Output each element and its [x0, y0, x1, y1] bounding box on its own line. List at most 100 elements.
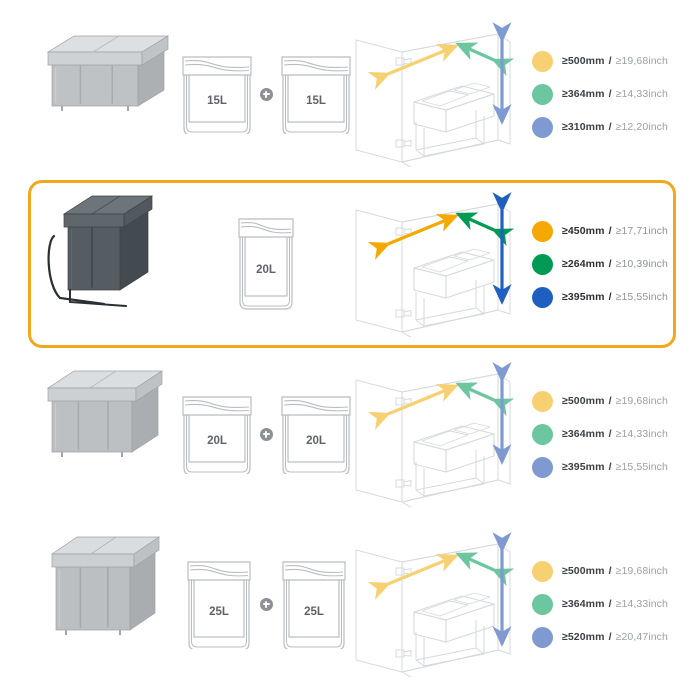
- bin-capacity-label: 20L: [306, 435, 326, 447]
- blue-dot-icon: [532, 456, 553, 478]
- bin-outline-20l: 20L: [280, 396, 351, 474]
- plus-icon: [259, 597, 273, 611]
- legend-inch-value: ≥15,55inch: [615, 290, 668, 303]
- legend-inch-value: ≥19,68inch: [615, 394, 668, 407]
- legend-mm-value: ≥395mm: [562, 460, 605, 473]
- legend-mm-value: ≥450mm: [562, 224, 605, 237]
- legend-mm-value: ≥364mm: [562, 427, 605, 440]
- legend-inch-value: ≥14,33inch: [615, 87, 668, 100]
- legend-inch-value: ≥19,68inch: [615, 564, 668, 577]
- legend-mm-value: ≥500mm: [562, 394, 605, 407]
- legend-item-width: ≥364mm / ≥14,33inch: [532, 423, 692, 445]
- legend-mm-value: ≥364mm: [562, 597, 605, 610]
- cabinet-diagram-row-2: [355, 192, 515, 337]
- legend-mm-value: ≥310mm: [562, 120, 605, 133]
- legend-value: ≥395mm / ≥15,55inch: [562, 292, 668, 303]
- legend-item-depth: ≥500mm / ≥19,68inch: [532, 560, 692, 582]
- legend-mm-value: ≥264mm: [562, 257, 605, 270]
- legend-inch-value: ≥15,55inch: [615, 460, 668, 473]
- comparison-row-4: 25L 25L ≥500mm / ≥19,68inch ≥364mm / ≥14,33…: [0, 520, 700, 688]
- yellow-dot-icon: [532, 50, 553, 72]
- bin-capacity-label: 20L: [256, 264, 276, 276]
- bin-capacity-cell: 20L: [186, 194, 346, 334]
- depth-arrow-icon: [367, 43, 459, 90]
- cabinet-diagram-row-3: [355, 362, 515, 507]
- legend-mm-value: ≥520mm: [562, 630, 605, 643]
- legend-item-width: ≥364mm / ≥14,33inch: [532, 593, 692, 615]
- legend-separator: /: [605, 290, 615, 303]
- legend-item-height: ≥520mm / ≥20,47inch: [532, 626, 692, 648]
- bin-capacity-cell: 20L 20L: [181, 364, 351, 504]
- legend-value: ≥395mm / ≥15,55inch: [562, 462, 668, 473]
- legend-separator: /: [605, 120, 615, 133]
- depth-arrow-icon: [367, 213, 459, 260]
- legend-value: ≥520mm / ≥20,47inch: [562, 632, 668, 643]
- legend-separator: /: [605, 224, 615, 237]
- bin-outline-25l: 25L: [186, 561, 251, 649]
- yellow-dot-icon: [532, 390, 553, 412]
- width-arrow-icon: [455, 42, 515, 77]
- legend-inch-value: ≥10,39inch: [615, 257, 668, 270]
- green-dot-icon: [532, 593, 553, 615]
- legend-separator: /: [605, 597, 615, 610]
- legend-item-depth: ≥500mm / ≥19,68inch: [532, 50, 692, 72]
- legend-item-height: ≥310mm / ≥12,20inch: [532, 116, 692, 138]
- bin-capacity-cell: 15L 15L: [181, 24, 351, 164]
- blue-dot-icon: [532, 626, 553, 648]
- width-arrow-icon: [455, 212, 515, 247]
- green-dot-icon: [532, 83, 553, 105]
- cabinet-diagram-cell: [350, 532, 520, 677]
- bin-capacity-label: 15L: [306, 95, 326, 107]
- bin-capacity-cell: 25L 25L: [186, 534, 346, 674]
- legend-value: ≥500mm / ≥19,68inch: [562, 566, 668, 577]
- legend-separator: /: [605, 54, 615, 67]
- legend-inch-value: ≥19,68inch: [615, 54, 668, 67]
- waste-bin-photo-light-gray-tallest: [50, 536, 161, 635]
- bin-capacity-label: 25L: [304, 606, 324, 618]
- legend-value: ≥364mm / ≥14,33inch: [562, 429, 668, 440]
- green-dot-icon: [532, 423, 553, 445]
- cabinet-diagram-cell: [350, 22, 520, 167]
- product-photo-cell: [34, 534, 184, 674]
- width-arrow-icon: [455, 382, 515, 417]
- legend-inch-value: ≥14,33inch: [615, 597, 668, 610]
- legend-value: ≥364mm / ≥14,33inch: [562, 599, 668, 610]
- legend-value: ≥500mm / ≥19,68inch: [562, 396, 668, 407]
- legend-inch-value: ≥14,33inch: [615, 427, 668, 440]
- waste-bin-photo-anthracite-narrow: [47, 195, 154, 307]
- waste-bin-photo-light-gray-wide: [46, 35, 170, 111]
- cabinet-diagram-row-1: [355, 22, 515, 167]
- legend-value: ≥364mm / ≥14,33inch: [562, 89, 668, 100]
- cabinet-diagram-cell: [350, 192, 520, 337]
- bin-outline-15l: 15L: [181, 56, 252, 134]
- legend-mm-value: ≥500mm: [562, 564, 605, 577]
- blue-dot-icon: [532, 286, 553, 308]
- width-arrow-icon: [455, 552, 515, 587]
- legend-item-depth: ≥450mm / ≥17,71inch: [532, 220, 692, 242]
- depth-arrow-icon: [367, 553, 459, 600]
- legend-mm-value: ≥364mm: [562, 87, 605, 100]
- dimension-legend: ≥500mm / ≥19,68inch ≥364mm / ≥14,33inch ≥5…: [532, 544, 692, 664]
- legend-value: ≥450mm / ≥17,71inch: [562, 226, 668, 237]
- yellow-dot-icon: [532, 220, 553, 242]
- comparison-row-2: 20L ≥450mm / ≥17,71inch ≥264mm / ≥10,39inc…: [0, 180, 700, 348]
- legend-separator: /: [605, 257, 615, 270]
- legend-separator: /: [605, 87, 615, 100]
- plus-icon: [259, 87, 273, 101]
- legend-inch-value: ≥12,20inch: [615, 120, 668, 133]
- product-photo-cell: [34, 364, 184, 504]
- legend-mm-value: ≥500mm: [562, 54, 605, 67]
- bin-capacity-label: 15L: [207, 95, 227, 107]
- legend-item-height: ≥395mm / ≥15,55inch: [532, 456, 692, 478]
- legend-value: ≥264mm / ≥10,39inch: [562, 259, 668, 270]
- bin-outline-25l: 25L: [281, 561, 346, 649]
- legend-separator: /: [605, 630, 615, 643]
- dimension-legend: ≥450mm / ≥17,71inch ≥264mm / ≥10,39inch ≥3…: [532, 204, 692, 324]
- plus-icon: [259, 427, 273, 441]
- legend-separator: /: [605, 427, 615, 440]
- legend-item-width: ≥264mm / ≥10,39inch: [532, 253, 692, 275]
- legend-separator: /: [605, 394, 615, 407]
- bin-outline-20l: 20L: [238, 218, 294, 310]
- bin-capacity-label: 20L: [207, 435, 227, 447]
- legend-separator: /: [605, 564, 615, 577]
